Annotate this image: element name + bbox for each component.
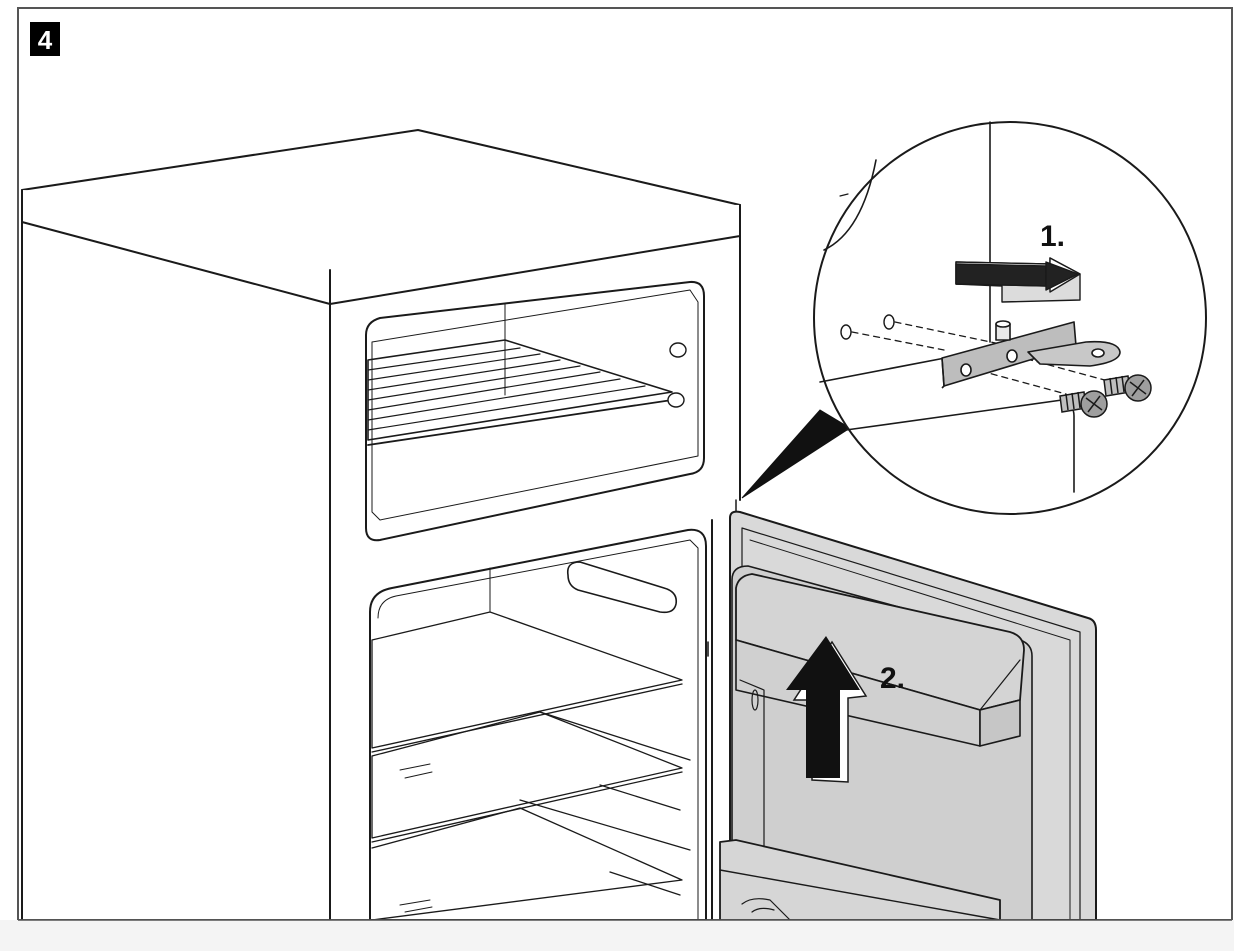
- detail-pointer: [741, 409, 851, 499]
- door-shelf: [719, 839, 1001, 921]
- step-number: 4: [38, 25, 53, 55]
- screw-icon: [1103, 374, 1152, 402]
- freezer-door: [719, 510, 1097, 921]
- hinge-bracket-icon: [941, 320, 1121, 389]
- arrow-up-icon: [786, 636, 868, 783]
- step-two-label: 2.: [880, 662, 905, 695]
- step-badge: 4: [30, 22, 60, 56]
- wire-shelf: [367, 339, 673, 446]
- hinge-detail-view: [813, 121, 1207, 515]
- arrow-right-icon: [955, 257, 1081, 303]
- freezer-compartment: [365, 280, 705, 542]
- fridge-compartment: [369, 528, 707, 921]
- screw-icon: [1059, 390, 1108, 418]
- step-one-label: 1.: [1040, 220, 1065, 253]
- glass-shelves: [371, 611, 691, 921]
- light-housing: [566, 561, 678, 614]
- fridge-cabinet: [21, 129, 741, 921]
